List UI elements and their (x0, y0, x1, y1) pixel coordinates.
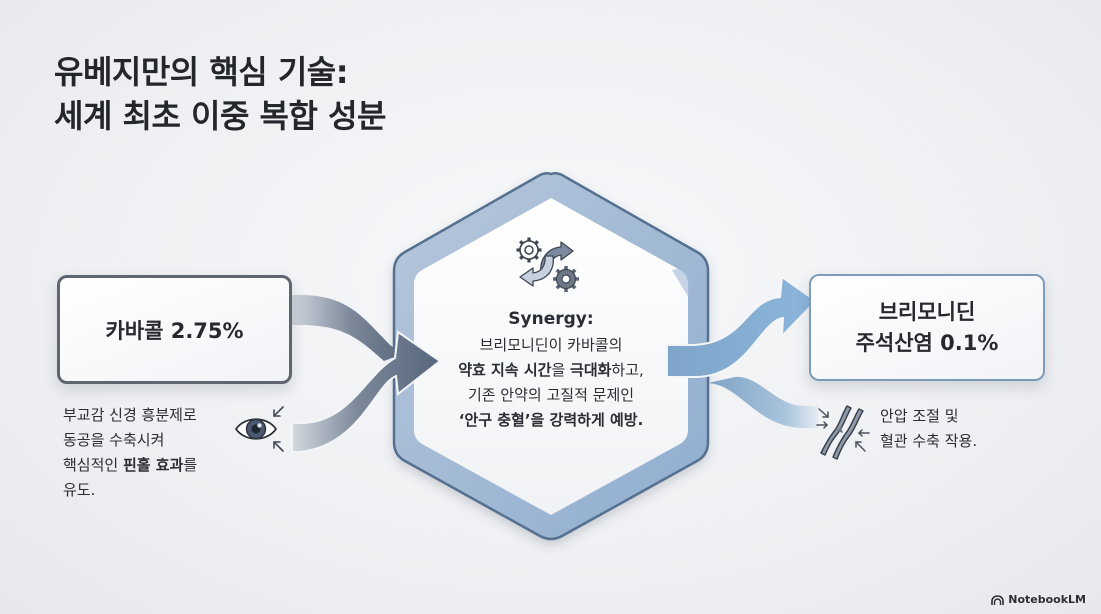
blood-vessel-constriction-icon (816, 405, 870, 460)
carbachol-desc-line-3: 핵심적인 핀홀 효과를 (63, 453, 233, 478)
page-title: 유베지만의 핵심 기술: 세계 최초 이중 복합 성분 (54, 50, 386, 138)
carbachol-desc-prefix: 핵심적인 (63, 456, 123, 474)
synergy-line-2-suffix: 하고, (611, 361, 644, 379)
synergy-heading: Synergy: (508, 309, 594, 329)
carbachol-desc-line-2: 동공을 수축시켜 (63, 431, 165, 449)
brimonidine-desc-line-1: 안압 조절 및 (880, 407, 959, 425)
carbachol-desc-suffix: 를 (183, 456, 198, 474)
carbachol-description: 부교감 신경 흥분제로 동공을 수축시켜 핵심적인 핀홀 효과를 유도. (63, 403, 233, 503)
carbachol-label: 카바콜 2.75% (105, 318, 244, 343)
gears-exchange-icon (516, 237, 579, 292)
brimonidine-label-line-1: 브리모니딘 (878, 299, 976, 324)
right-flow-arrows (666, 275, 818, 428)
synergy-line-2: 약효 지속 시간을 극대화하고, (420, 358, 682, 383)
left-flow-arrows (291, 295, 442, 453)
synergy-line-3: 기존 안약의 고질적 문제인 (467, 386, 635, 404)
synergy-line-2-mid: 을 (551, 361, 571, 379)
brimonidine-card: 브리모니딘 주석산염 0.1% (809, 274, 1045, 381)
carbachol-desc-line-1: 부교감 신경 흥분제로 (63, 406, 197, 424)
title-line-1: 유베지만의 핵심 기술: (54, 53, 349, 91)
synergy-line-4-suffix: 을 강력하게 예방. (530, 411, 644, 429)
synergy-line-4: ‘안구 충혈’을 강력하게 예방. (420, 408, 682, 433)
maximize-highlight: 극대화 (570, 361, 612, 379)
notebooklm-branding: NotebookLM (991, 593, 1086, 606)
title-line-2: 세계 최초 이중 복합 성분 (54, 97, 386, 135)
duration-highlight: 약효 지속 시간 (458, 361, 552, 379)
eye-constriction-icon (234, 406, 284, 452)
notebooklm-label: NotebookLM (1008, 593, 1086, 606)
carbachol-card: 카바콜 2.75% (57, 275, 292, 384)
brimonidine-description: 안압 조절 및 혈관 수축 작용. (880, 404, 1030, 454)
notebooklm-logo-icon (991, 594, 1005, 605)
redness-highlight: ‘안구 충혈’ (458, 411, 531, 429)
brimonidine-label-line-2: 주석산염 0.1% (855, 330, 999, 355)
carbachol-desc-line-4: 유도. (63, 481, 96, 499)
brimonidine-desc-line-2: 혈관 수축 작용. (880, 432, 978, 450)
pinhole-effect-highlight: 핀홀 효과 (122, 456, 184, 474)
synergy-line-1: 브리모니딘이 카바콜의 (479, 336, 623, 354)
synergy-description: Synergy: 브리모니딘이 카바콜의 약효 지속 시간을 극대화하고, 기존… (420, 306, 682, 433)
